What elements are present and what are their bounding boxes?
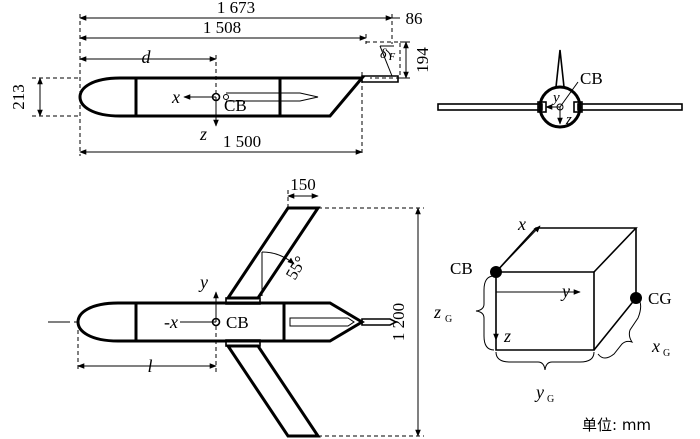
front-y-label: y — [551, 90, 560, 106]
box-cb-label: CB — [450, 259, 473, 278]
front-fin — [555, 49, 565, 88]
sweep-angle-arc — [261, 251, 295, 265]
front-right-wing — [577, 103, 683, 111]
label-delta-f: δ — [380, 47, 387, 62]
box-top-face — [495, 227, 638, 273]
label-yg-sub: G — [547, 394, 554, 405]
box-z-label: z — [503, 326, 511, 346]
front-z-label: z — [565, 112, 572, 128]
side-x-label: x — [171, 87, 180, 107]
brace-yg — [495, 351, 595, 371]
front-view: CB y z — [437, 49, 683, 129]
brace-zg — [475, 275, 495, 351]
offset-box-view: x y z CB CG z G y G x G 单位: mm — [433, 214, 672, 434]
side-cg-marker — [223, 94, 229, 100]
side-body — [78, 76, 366, 118]
fin-outline — [366, 41, 401, 79]
dim-body-length-text: 1 500 — [223, 132, 261, 151]
unit-label: 单位: mm — [582, 416, 651, 434]
box-cb-point — [490, 266, 502, 278]
tail-stub — [361, 75, 399, 83]
dim-fin-height-text: 194 — [413, 47, 432, 73]
label-zg-sub: G — [445, 314, 452, 325]
label-delta-f-sub: F — [388, 52, 396, 63]
dim-fin-width-text: 86 — [406, 9, 423, 28]
top-lower-wing — [225, 344, 321, 438]
label-xg: x — [651, 336, 660, 356]
box-cg-point — [630, 292, 642, 304]
box-x-axis — [495, 225, 541, 273]
label-l: l — [147, 356, 152, 376]
label-zg: z — [433, 302, 441, 322]
fin-hinge — [379, 45, 393, 77]
label-xg-sub: G — [663, 348, 670, 359]
label-yg: y — [534, 382, 544, 402]
top-view: 150 55° 1 200 -x y CB — [48, 175, 424, 438]
fin-angle-arc — [385, 49, 391, 61]
top-y-label: y — [198, 272, 208, 292]
front-cb-label: CB — [580, 69, 603, 88]
side-z-label: z — [199, 124, 207, 144]
box-x-label: x — [517, 214, 526, 234]
side-inner-store — [226, 92, 319, 102]
dim-wing-root-text: 1 508 — [203, 18, 241, 37]
dim-span-text: 1 200 — [389, 303, 408, 341]
brace-xg — [597, 301, 642, 359]
top-tail-boom — [361, 318, 398, 326]
side-cb-label: CB — [224, 96, 247, 115]
side-view: 1 673 1 508 d 86 δ F 194 — [9, 0, 432, 156]
front-cb-leader — [559, 81, 579, 108]
dim-body-height-text: 213 — [9, 84, 28, 110]
top-cb-label: CB — [226, 313, 249, 332]
top-inner-store — [289, 317, 355, 327]
front-left-wing — [437, 103, 543, 111]
box-cg-label: CG — [648, 289, 672, 308]
dim-total-length-text: 1 673 — [217, 0, 255, 17]
top-minus-x-label: -x — [164, 312, 178, 332]
dim-chord-text: 150 — [290, 175, 316, 194]
top-body — [76, 301, 365, 343]
box-y-label: y — [560, 281, 570, 301]
label-d: d — [142, 47, 152, 67]
